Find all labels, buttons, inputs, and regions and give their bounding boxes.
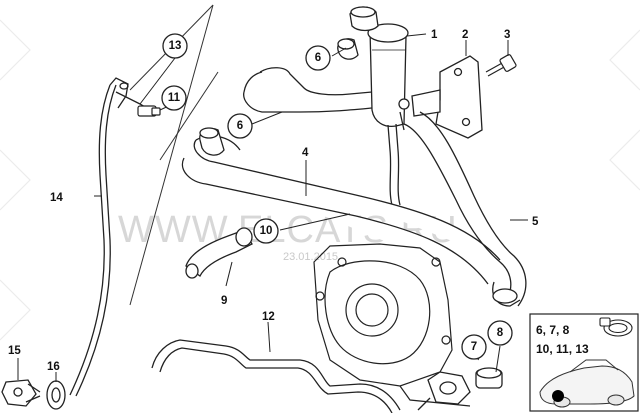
bracket-2	[398, 55, 483, 139]
label-part-13: 13	[169, 40, 182, 52]
circle-11	[161, 85, 187, 111]
hose-9	[185, 227, 253, 279]
label-part-12: 12	[262, 311, 275, 323]
circle-8	[487, 320, 513, 346]
legend-line-2: 10, 11, 13	[536, 342, 589, 356]
washer-16	[46, 380, 66, 410]
leader-lines	[17, 33, 528, 382]
location-dot-icon	[552, 390, 564, 402]
label-part-1: 1	[431, 29, 438, 41]
hose-clamp-icon	[599, 317, 633, 337]
label-part-6-top: 6	[315, 52, 321, 64]
circle-13	[162, 33, 188, 59]
label-part-6-mid: 6	[237, 120, 243, 132]
watermark-pattern	[0, 19, 640, 341]
legend-line-1: 6, 7, 8	[536, 323, 570, 337]
fitting-11	[137, 105, 161, 117]
hose-connector-6b	[199, 127, 225, 156]
label-part-9: 9	[221, 295, 227, 307]
label-part-2: 2	[462, 29, 468, 41]
label-part-8: 8	[497, 327, 504, 339]
legend-box: 6, 7, 8 10, 11, 13	[529, 313, 639, 412]
oil-separator-1	[367, 23, 409, 206]
label-part-5: 5	[532, 216, 539, 228]
hose-5	[403, 111, 527, 307]
watermark-date: 23.01.2015	[283, 251, 338, 263]
hose-connector-top	[337, 6, 379, 60]
label-part-3: 3	[504, 29, 510, 41]
label-part-16: 16	[47, 361, 60, 373]
circle-6-mid	[227, 113, 253, 139]
part-labels: 1 2 3 4 5 9 12 14 15 16	[8, 29, 539, 373]
label-part-7: 7	[471, 341, 477, 353]
circled-label-text: 13 6 11 6 10 7 8	[168, 40, 504, 353]
label-part-11: 11	[168, 92, 181, 104]
label-part-4: 4	[302, 147, 309, 159]
hose-12	[151, 339, 401, 414]
lower-fittings	[417, 367, 503, 411]
hose-4	[181, 67, 501, 285]
engine-housing	[313, 243, 471, 407]
circle-10	[253, 218, 279, 244]
label-part-14: 14	[50, 192, 63, 204]
circled-labels	[161, 33, 513, 360]
circle-6-top	[305, 45, 331, 71]
label-part-10: 10	[260, 225, 273, 237]
label-part-15: 15	[8, 345, 21, 357]
bolt-15	[1, 379, 41, 407]
pipe-14	[69, 77, 151, 397]
circle-7	[461, 334, 487, 360]
bolt-3	[485, 54, 517, 77]
